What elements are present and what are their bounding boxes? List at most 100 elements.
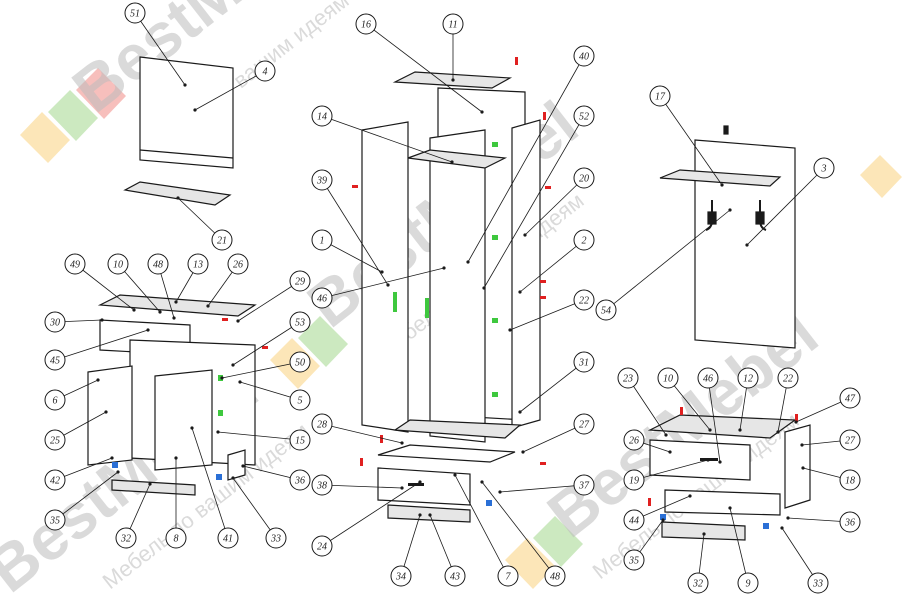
leader-line	[667, 377, 711, 431]
leader-dot	[216, 430, 220, 434]
callout-number: 35	[628, 556, 639, 567]
callout-number: 28	[317, 420, 327, 431]
leader-line	[321, 267, 445, 299]
leader-line	[232, 477, 277, 539]
callout-number: 2	[582, 236, 587, 247]
leader-line	[74, 263, 135, 311]
callout-number: 38	[316, 481, 327, 492]
callout-circle	[657, 367, 679, 389]
callout-number: 33	[270, 534, 281, 545]
callout-number: 16	[361, 20, 371, 31]
leader-line	[191, 427, 229, 539]
leader-dot	[702, 532, 706, 536]
callout-c32b: 32	[687, 532, 709, 594]
callout-c5: 5	[238, 380, 311, 411]
callout-c28a: 28	[311, 413, 404, 445]
leader-dot	[241, 464, 245, 468]
dresser-left-door-left	[87, 365, 133, 466]
callout-circle	[623, 509, 645, 531]
callout-circle	[311, 535, 333, 557]
callout-c36a: 36	[241, 464, 311, 491]
callout-number: 17	[655, 92, 666, 103]
leader-dot	[508, 328, 512, 332]
leader-dot	[708, 428, 712, 432]
callout-number: 41	[223, 534, 233, 545]
dresser-left-assembly	[87, 294, 257, 496]
wardrobe-assembly	[361, 71, 541, 523]
leader-dot	[720, 183, 724, 187]
wardrobe-right-side	[511, 119, 541, 429]
leader-dot	[400, 441, 404, 445]
callout-circle	[573, 413, 595, 435]
callout-c15: 15	[216, 429, 311, 451]
callout-c35b: 35	[623, 518, 665, 571]
wardrobe-center-door	[429, 129, 486, 443]
callout-c4a: 4	[193, 60, 276, 112]
leader-dot	[728, 506, 732, 510]
callout-c48: 48	[480, 480, 566, 587]
leader-line	[232, 321, 301, 366]
wardrobe-handle-icon	[393, 292, 397, 312]
leader-line	[509, 299, 585, 331]
callout-circle	[687, 572, 709, 594]
callout-number: 34	[395, 572, 406, 583]
callout-c1: 1	[311, 229, 384, 274]
callout-circle	[595, 299, 617, 321]
callout-c50: 50	[220, 351, 311, 380]
leader-dot	[664, 433, 668, 437]
callout-circle	[289, 429, 311, 451]
callout-circle	[44, 349, 66, 371]
callout-number: 46	[703, 374, 713, 385]
callout-c46b: 46	[697, 367, 722, 464]
fastener-markers	[112, 57, 798, 529]
leader-dot	[386, 283, 390, 287]
callout-circle	[44, 429, 66, 451]
leader-line	[519, 361, 585, 413]
callout-number: 14	[317, 112, 327, 123]
wardrobe-base	[393, 419, 522, 439]
callout-number: 15	[295, 436, 305, 447]
leader-dot	[220, 376, 224, 380]
leader-line	[237, 280, 301, 322]
callout-number: 12	[743, 374, 753, 385]
callout-circle	[573, 289, 595, 311]
callout-number: 18	[845, 476, 855, 487]
leader-dot	[786, 516, 790, 520]
leader-dot	[231, 363, 235, 367]
callout-number: 40	[579, 52, 589, 63]
callout-c26b: 26	[623, 429, 672, 454]
callout-circle	[107, 253, 129, 275]
callout-circle	[115, 527, 137, 549]
callout-number: 32	[120, 534, 131, 545]
callout-number: 51	[130, 9, 140, 20]
leader-dot	[146, 328, 150, 332]
callout-circle	[444, 565, 466, 587]
leader-line	[54, 329, 149, 361]
callout-number: 22	[783, 374, 793, 385]
callout-number: 33	[812, 579, 823, 590]
callout-number: 35	[49, 516, 60, 527]
wardrobe-drawer-box	[377, 444, 516, 463]
leader-dot	[442, 266, 446, 270]
callout-c23: 23	[617, 367, 668, 437]
leader-dot	[231, 476, 235, 480]
callout-c30: 30	[44, 311, 104, 333]
leader-line	[522, 423, 585, 453]
wardrobe-plinth	[387, 504, 471, 523]
leader-dot	[668, 450, 672, 454]
callout-circle	[649, 85, 671, 107]
leader-dot	[172, 316, 176, 320]
callout-c27b: 27	[800, 429, 861, 451]
callout-number: 4	[263, 67, 268, 78]
leader-dot	[738, 428, 742, 432]
callout-number: 11	[448, 20, 457, 31]
callout-circle	[289, 469, 311, 491]
callout-number: 8	[174, 534, 179, 545]
leader-line	[481, 481, 556, 577]
callout-circle	[44, 469, 66, 491]
leader-line	[483, 115, 585, 289]
callout-c18: 18	[801, 466, 861, 491]
callout-number: 9	[746, 579, 751, 590]
callout-circle	[573, 229, 595, 251]
